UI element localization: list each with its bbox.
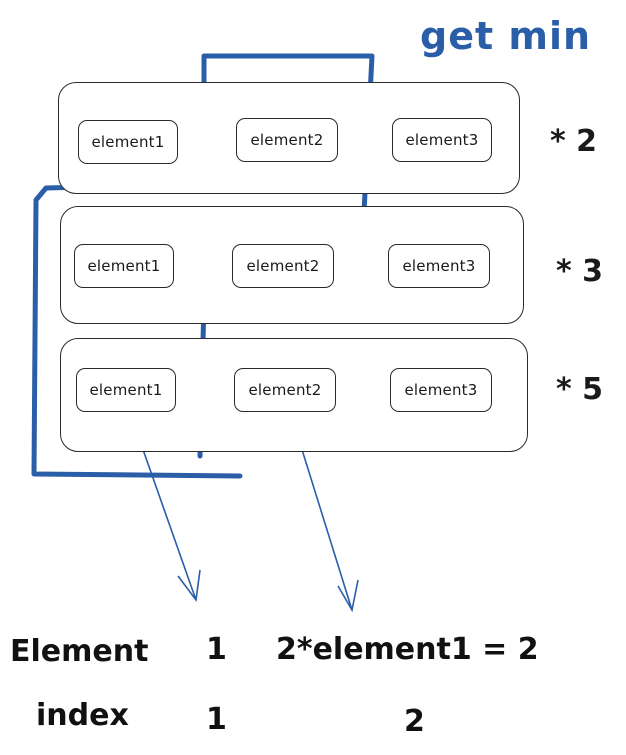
table-label-element: Element bbox=[10, 634, 149, 669]
row3-element3: element3 bbox=[390, 368, 492, 412]
blue-arrowhead-1 bbox=[177, 569, 201, 603]
row2-element3: element3 bbox=[388, 244, 490, 288]
row2-element2: element2 bbox=[232, 244, 334, 288]
row2-element1: element1 bbox=[74, 244, 174, 288]
blue-arrow-to-element-2 bbox=[293, 423, 353, 611]
row1-element2: element2 bbox=[236, 118, 338, 162]
multiplier-row2: * 3 bbox=[556, 254, 604, 289]
row1-element1: element1 bbox=[78, 120, 178, 164]
multiplier-row3: * 5 bbox=[556, 372, 604, 407]
table-label-index: index bbox=[36, 698, 129, 733]
row3-element1: element1 bbox=[76, 368, 176, 412]
table-index-value-1: 1 bbox=[206, 702, 227, 737]
row1-element3: element3 bbox=[392, 118, 492, 162]
blue-arrow-to-element-1 bbox=[133, 423, 197, 601]
row3-element2: element2 bbox=[234, 368, 336, 412]
multiplier-row1: * 2 bbox=[550, 124, 598, 159]
table-element-value-1: 1 bbox=[206, 632, 227, 667]
table-element-value-2: 2*element1 = 2 bbox=[276, 632, 539, 667]
table-index-value-2: 2 bbox=[404, 704, 425, 739]
title-get-min: get min bbox=[420, 14, 592, 58]
blue-arrowhead-2 bbox=[337, 579, 359, 613]
